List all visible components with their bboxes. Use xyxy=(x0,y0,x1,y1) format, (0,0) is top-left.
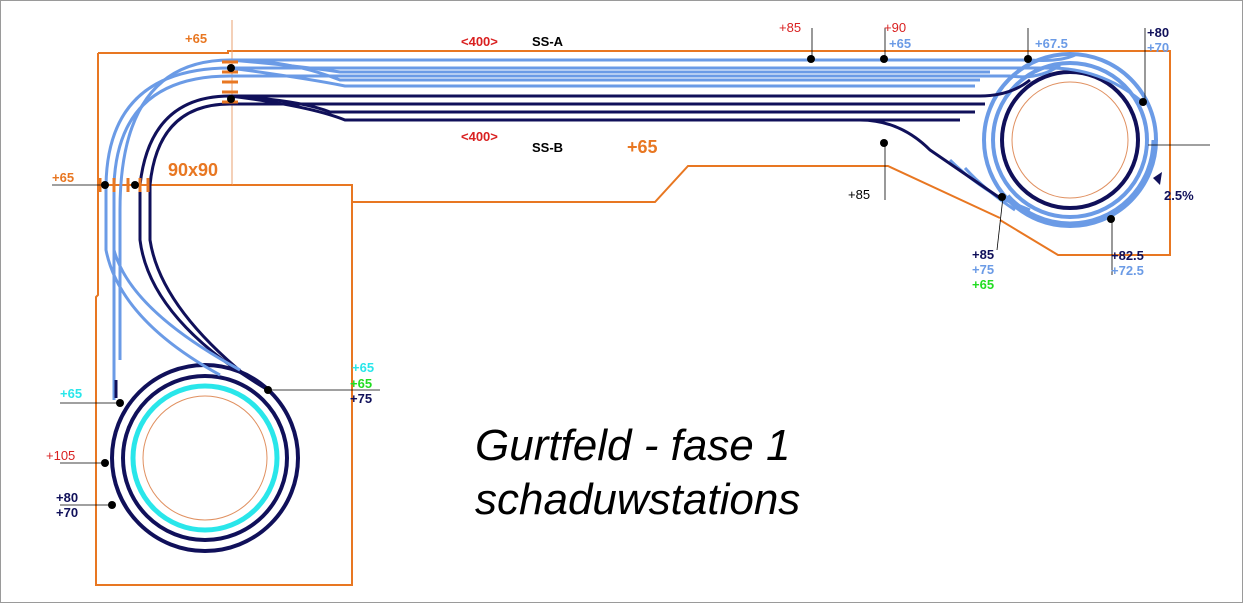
label-board-size: 90x90 xyxy=(168,160,218,180)
helix-left-track-inner xyxy=(130,383,280,533)
label-helix-l-65: +65 xyxy=(60,386,82,401)
baseboard-top-edge xyxy=(98,50,1171,256)
label-helix-l-105: +105 xyxy=(46,448,75,463)
measurement-points xyxy=(101,55,1147,509)
helix-right-track-4 xyxy=(985,55,1155,225)
label-left-side: +65 xyxy=(52,170,74,185)
label-top-85: +85 xyxy=(779,20,801,35)
label-ss-a-name: SS-A xyxy=(532,34,564,49)
diagram-title: Gurtfeld - fase 1 xyxy=(475,421,790,470)
helix-left-core xyxy=(142,395,268,521)
label-board-level: +65 xyxy=(627,137,658,157)
point-helix-l-105 xyxy=(101,459,109,467)
label-right-80: +80 xyxy=(1147,25,1169,40)
point-right-80 xyxy=(1139,98,1147,106)
label-mid-85: +85 xyxy=(848,187,870,202)
label-ss-a-length: <400> xyxy=(461,34,498,49)
point-helix-l-80 xyxy=(108,501,116,509)
point-top-85 xyxy=(807,55,815,63)
label-ss-b-name: SS-B xyxy=(532,140,563,155)
point-junction xyxy=(264,386,272,394)
diagram-subtitle: schaduwstations xyxy=(475,475,800,524)
label-junction-65-cyan: +65 xyxy=(352,360,374,375)
point-helix-r-85 xyxy=(998,193,1006,201)
leader-lines xyxy=(52,28,1210,506)
label-junction-65-green: +65 xyxy=(350,376,372,391)
label-ss-b-length: <400> xyxy=(461,129,498,144)
helix-left-track-middle xyxy=(121,374,289,542)
label-right-70: +70 xyxy=(1147,40,1169,55)
baseboard-lower-edge xyxy=(352,165,1001,219)
point-mid-85 xyxy=(880,139,888,147)
label-helix-r-85: +85 xyxy=(972,247,994,262)
point-top-675 xyxy=(1024,55,1032,63)
label-helix-r-65: +65 xyxy=(972,277,994,292)
point-helix-l-65 xyxy=(116,399,124,407)
label-helix-r-725: +72.5 xyxy=(1111,263,1144,278)
label-junction-75: +75 xyxy=(350,391,372,406)
station-ss-b-tracks xyxy=(114,78,1031,398)
point-top-left-b xyxy=(227,95,235,103)
helix-left-tracks xyxy=(110,363,300,553)
label-top-90: +90 xyxy=(884,20,906,35)
helix-right-track-3 xyxy=(1000,70,1140,210)
point-top-left-a xyxy=(227,64,235,72)
point-left-b xyxy=(131,181,139,189)
helix-right-tracks xyxy=(982,52,1158,228)
connection-left-light xyxy=(104,185,241,377)
label-helix-l-80: +80 xyxy=(56,490,78,505)
station-ss-a-tracks xyxy=(104,53,1141,400)
helix-right-track-2 xyxy=(991,61,1149,219)
point-left-a xyxy=(101,181,109,189)
helix-right-track-1 xyxy=(982,52,1158,228)
helix-right-core xyxy=(1011,81,1129,199)
label-helix-r-825: +82.5 xyxy=(1111,248,1144,263)
label-helix-l-70: +70 xyxy=(56,505,78,520)
label-right-675: +67.5 xyxy=(1035,36,1068,51)
label-top-left: +65 xyxy=(185,31,207,46)
grade-arrow-icon xyxy=(1153,172,1162,185)
baseboard-left-section xyxy=(95,53,353,586)
label-grade: 2.5% xyxy=(1164,188,1194,203)
point-top-90 xyxy=(880,55,888,63)
label-top-65: +65 xyxy=(889,36,911,51)
point-helix-r-825 xyxy=(1107,215,1115,223)
label-helix-r-75: +75 xyxy=(972,262,994,277)
